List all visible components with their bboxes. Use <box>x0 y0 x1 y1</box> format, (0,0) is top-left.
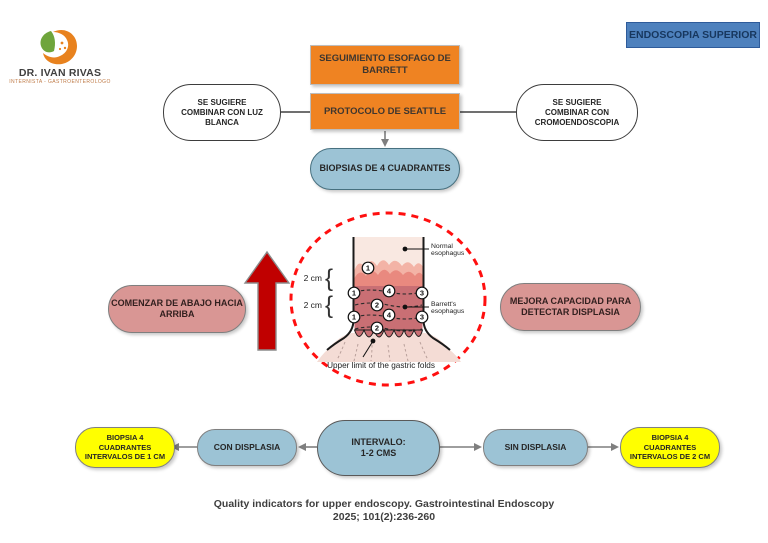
down-arrow-icon <box>381 131 389 147</box>
chromoendoscopy-oval: SE SUGIERE COMBINAR CON CROMOENDOSCOPIA <box>516 84 638 141</box>
dysplasia-note-line2: DETECTAR DISPLASIA <box>521 307 620 317</box>
dashed-circle <box>289 211 487 387</box>
barretts-esophagus-label: Barrett's esophagus <box>402 301 465 315</box>
bottom-up-line1: COMENZAR DE ABAJO HACIA <box>111 297 243 308</box>
transition-band-deep <box>354 269 423 288</box>
svg-text:2 cm: 2 cm <box>304 300 322 310</box>
svg-text:3: 3 <box>420 313 424 322</box>
cm-scale-labels: 2 cm { 2 cm { <box>304 265 333 319</box>
barrett-title-box: SEGUIMIENTO ESOFAGO DE BARRETT <box>310 45 460 85</box>
svg-text:3: 3 <box>420 289 424 298</box>
svg-text:Upper limit of the gastric fol: Upper limit of the gastric folds <box>327 361 435 370</box>
biopsy-1cm-capsule: BIOPSIA 4 CUADRANTES INTERVALOS DE 1 CM <box>75 427 175 468</box>
svg-text:Barrett's: Barrett's <box>431 301 457 308</box>
white-light-line2: COMBINAR CON LUZ <box>181 107 263 117</box>
white-light-oval: SE SUGIERE COMBINAR CON LUZ BLANCA <box>163 84 281 141</box>
bottom-up-line2: ARRIBA <box>159 309 195 319</box>
esophagus-illustration: 1 1 4 3 2 1 4 3 2 2 cm { <box>304 237 465 370</box>
svg-text:4: 4 <box>387 287 392 296</box>
svg-text:1: 1 <box>366 264 370 273</box>
chromo-line3: CROMOENDOSCOPIA <box>534 117 620 127</box>
esophagus-wall-left <box>326 237 355 351</box>
up-arrow-icon <box>243 250 291 351</box>
biopsy-1cm-line1: BIOPSIA 4 <box>106 433 144 443</box>
quadrant-biopsies-capsule: BIOPSIAS DE 4 CUADRANTES <box>310 148 460 190</box>
biopsy-1cm-line2: CUADRANTES <box>98 442 152 452</box>
dysplasia-note-line1: MEJORA CAPACIDAD PARA <box>509 295 632 306</box>
biopsy-1cm-line3: INTERVALOS DE 1 CM <box>84 452 166 462</box>
biopsy-2cm-line2: CUADRANTES <box>643 442 697 452</box>
svg-text:2: 2 <box>375 301 379 310</box>
chromo-line2: COMBINAR CON <box>545 107 609 117</box>
gastric-folds-bumps <box>353 328 424 338</box>
white-light-line3: BLANCA <box>205 117 239 127</box>
with-dysplasia-capsule: CON DISPLASIA <box>197 429 297 466</box>
without-dysplasia-capsule: SIN DISPLASIA <box>483 429 588 466</box>
svg-text:{: { <box>325 265 333 292</box>
gastric-skirt <box>317 333 461 362</box>
biopsy-2cm-capsule: BIOPSIA 4 CUADRANTES INTERVALOS DE 2 CM <box>620 427 720 468</box>
svg-text:4: 4 <box>387 311 392 320</box>
normal-esophagus-label: Normal esophagus <box>402 243 465 257</box>
svg-text:1: 1 <box>352 313 356 322</box>
bottom-flow-arrows <box>171 443 619 451</box>
biopsy-markers: 1 1 4 3 2 1 4 3 2 <box>347 261 429 335</box>
interval-line1: INTERVALO: <box>351 436 406 447</box>
barrett-title-line1: SEGUIMIENTO ESOFAGO DE <box>319 53 451 65</box>
interval-capsule: INTERVALO: 1-2 CMS <box>317 420 440 476</box>
svg-text:esophagus: esophagus <box>431 308 465 315</box>
svg-text:2: 2 <box>375 324 379 333</box>
gastric-folds-label: Upper limit of the gastric folds <box>327 338 435 370</box>
svg-text:esophagus: esophagus <box>431 250 465 257</box>
seattle-protocol-box: PROTOCOLO DE SEATTLE <box>310 93 460 130</box>
svg-text:{: { <box>325 292 333 319</box>
svg-text:Normal: Normal <box>431 243 453 250</box>
dysplasia-note-capsule: MEJORA CAPACIDAD PARA DETECTAR DISPLASIA <box>500 283 641 331</box>
chromo-line1: SE SUGIERE <box>552 97 602 107</box>
biopsy-2cm-line1: BIOPSIA 4 <box>651 433 689 443</box>
white-light-line1: SE SUGIERE <box>197 97 247 107</box>
svg-text:2 cm: 2 cm <box>304 273 322 283</box>
esophagus-wall-right <box>422 237 451 351</box>
svg-text:1: 1 <box>352 289 356 298</box>
biopsy-2cm-line3: INTERVALOS DE 2 CM <box>629 452 711 462</box>
interval-line2: 1-2 CMS <box>360 448 397 458</box>
barrett-title-line2: BARRETT <box>362 65 408 76</box>
bottom-up-note-capsule: COMENZAR DE ABAJO HACIA ARRIBA <box>108 285 246 333</box>
